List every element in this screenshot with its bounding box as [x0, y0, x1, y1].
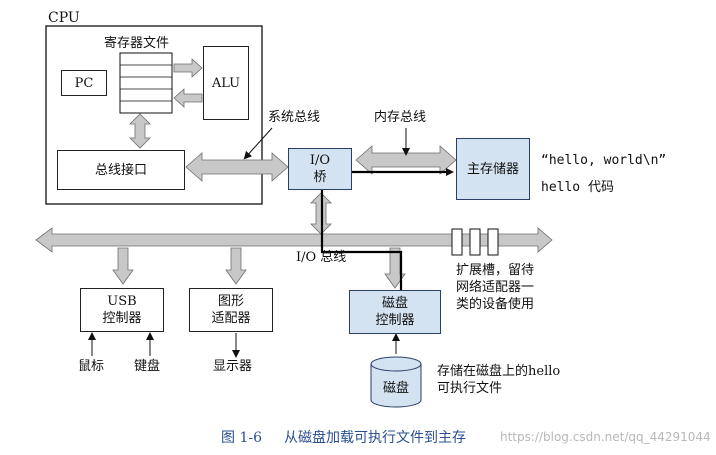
expansion-note: 扩展槽，留待 网络适配器一 类的设备使用 — [456, 262, 534, 313]
graphics-bus-drop — [225, 247, 247, 285]
graphics-adapter-line2: 适配器 — [211, 311, 251, 326]
disk-controller-line2: 控制器 — [375, 313, 415, 328]
mouse-label: 鼠标 — [78, 359, 105, 374]
load-data-path — [320, 168, 454, 300]
expansion-slots — [451, 228, 499, 256]
alu-box: ALU — [203, 46, 249, 120]
cpu-title: CPU — [48, 10, 80, 26]
io-bus — [35, 227, 553, 253]
main-memory-box: 主存储器 — [456, 138, 530, 200]
io-bridge-label-bottom: 桥 — [313, 170, 327, 185]
usb-controller-line1: USB — [107, 294, 137, 309]
reg-to-alu-arrow — [173, 58, 203, 78]
graphics-adapter-line1: 图形 — [217, 294, 244, 309]
main-memory-label: 主存储器 — [466, 161, 519, 177]
register-file-stack — [119, 52, 173, 114]
disk-label: 磁盘 — [382, 381, 409, 396]
register-file-label: 寄存器文件 — [104, 36, 170, 51]
graphics-adapter-box: 图形 适配器 — [189, 288, 273, 332]
alu-label: ALU — [211, 75, 241, 91]
disk-controller-line1: 磁盘 — [381, 296, 408, 311]
figure-title: 从磁盘加载可执行文件到主存 — [284, 430, 466, 446]
figure-number: 图 1-6 — [221, 430, 262, 446]
bus-interface-label: 总线接口 — [94, 162, 147, 178]
keyboard-label: 键盘 — [134, 359, 161, 374]
watermark: https://blog.csdn.net/qq_44291044 — [500, 430, 711, 444]
usb-controller-box: USB 控制器 — [80, 288, 164, 332]
expansion-note-line1: 扩展槽，留待 — [456, 263, 535, 278]
reg-bus-interface-arrow — [129, 113, 151, 149]
disk-note: 存储在磁盘上的hello 可执行文件 — [437, 363, 560, 397]
disk-controller-box: 磁盘 控制器 — [349, 290, 441, 334]
memory-bus-label: 内存总线 — [374, 110, 427, 125]
pc-label: PC — [74, 75, 94, 91]
disk-note-line2: 可执行文件 — [437, 381, 503, 396]
pc-register: PC — [61, 70, 107, 96]
io-bridge-label-top: I/O — [309, 153, 331, 168]
io-bus-label: I/O 总线 — [296, 250, 347, 265]
hello-string: “hello, world\n” — [541, 153, 667, 168]
cpu-frame — [45, 25, 263, 205]
usb-controller-line2: 控制器 — [102, 311, 142, 326]
expansion-note-line3: 类的设备使用 — [456, 297, 535, 312]
disk-note-line1: 存储在磁盘上的hello — [437, 364, 561, 379]
system-bus — [185, 152, 289, 182]
system-bus-pointer — [243, 127, 273, 160]
figure-caption: 图 1-6 从磁盘加载可执行文件到主存 — [221, 427, 488, 447]
io-bridge-box: I/O 桥 — [288, 148, 352, 190]
disk-cylinder — [370, 356, 422, 408]
hello-code: hello 代码 — [541, 180, 614, 195]
alu-to-reg-arrow — [173, 88, 203, 108]
display-label: 显示器 — [213, 359, 253, 374]
bus-interface-box: 总线接口 — [57, 150, 185, 190]
system-bus-label: 系统总线 — [268, 110, 321, 125]
expansion-note-line2: 网络适配器一 — [456, 280, 535, 295]
usb-bus-drop — [112, 247, 134, 285]
